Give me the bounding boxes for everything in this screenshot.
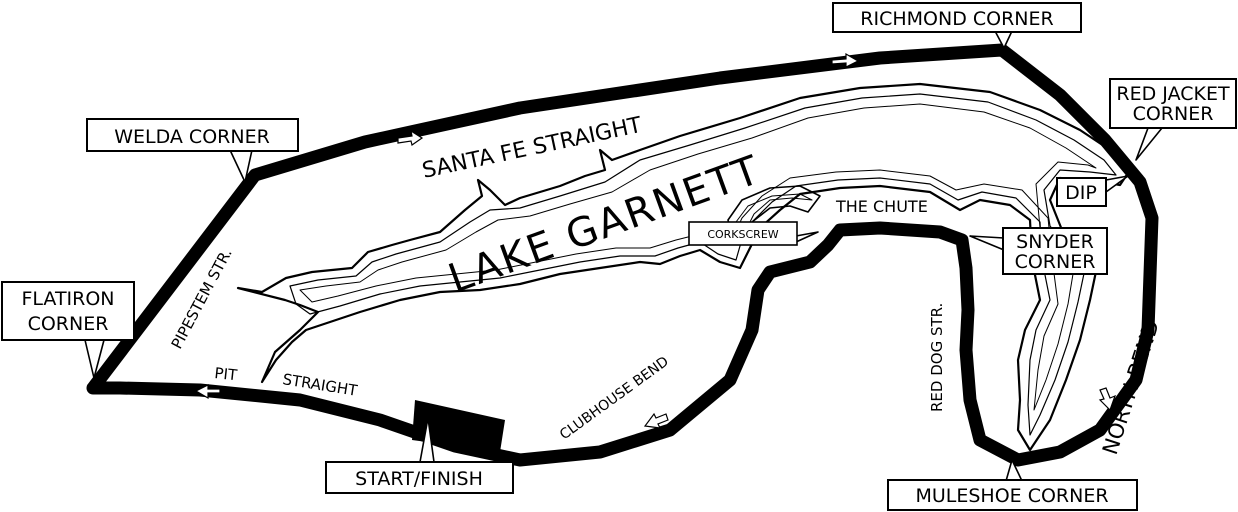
flatiron-corner-label-line1: FLATIRON <box>21 288 114 310</box>
pointer-corkscrew <box>795 231 819 243</box>
red-jacket-corner-label-line2: CORNER <box>1133 103 1214 125</box>
richmond-corner-label: RICHMOND CORNER <box>860 8 1053 30</box>
start-finish-label: START/FINISH <box>355 468 483 490</box>
the-chute-label: THE CHUTE <box>835 197 928 216</box>
flatiron-corner-label-line2: CORNER <box>28 313 109 335</box>
arrow-icon <box>1098 387 1117 412</box>
pipestem-straight-label: PIPESTEM STR. <box>168 245 236 352</box>
label-box <box>887 479 1138 511</box>
arrow-icon <box>397 129 424 146</box>
pit-label: PIT <box>214 364 239 384</box>
label-box <box>832 2 1082 33</box>
direction-arrows <box>194 52 1117 429</box>
label-box <box>1 281 135 341</box>
label-box <box>1002 227 1108 275</box>
label-box <box>325 461 514 494</box>
lake-outline <box>236 82 1132 452</box>
start-finish-block <box>412 400 505 452</box>
track-outer-loop <box>86 43 1159 467</box>
snyder-corner-label-line2: CORNER <box>1015 251 1096 273</box>
red-jacket-corner-label-line1: RED JACKET <box>1116 83 1230 105</box>
lake-contour-1 <box>289 93 1117 436</box>
label-box <box>1109 78 1237 129</box>
race-track <box>86 43 1159 467</box>
label-pointers <box>84 30 1163 482</box>
arrow-icon <box>831 52 860 68</box>
red-dog-straight-label: RED DOG STR. <box>928 303 946 412</box>
label-box <box>1056 177 1107 207</box>
pointer-red-jacket <box>1135 127 1163 161</box>
corkscrew-label: CORKSCREW <box>707 228 778 241</box>
lake-contour-2 <box>299 103 1097 411</box>
muleshoe-corner-label: MULESHOE CORNER <box>915 485 1108 507</box>
label-box <box>688 221 798 246</box>
arrow-icon <box>643 412 669 429</box>
arrow-icon <box>194 384 221 400</box>
north-bend-label: NORTH BEND <box>1098 317 1164 458</box>
label-box <box>86 118 299 152</box>
snyder-corner-label-line1: SNYDER <box>1016 231 1094 253</box>
pointer-dip <box>1105 175 1129 193</box>
pointer-snyder <box>969 235 1005 251</box>
welda-corner-label: WELDA CORNER <box>114 126 270 148</box>
dip-label: DIP <box>1065 182 1097 204</box>
lake-garnett <box>236 82 1132 452</box>
